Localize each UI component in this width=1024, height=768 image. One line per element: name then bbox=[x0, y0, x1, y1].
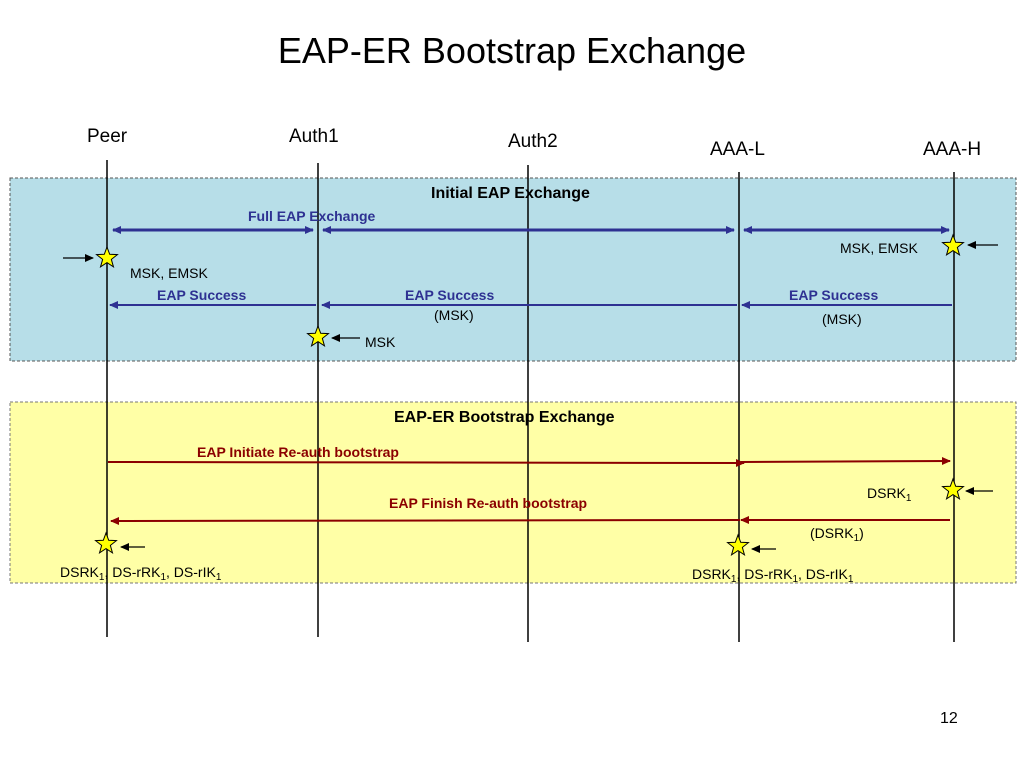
aaah-msk-star-icon bbox=[941, 233, 965, 257]
initial-eap-box bbox=[9, 177, 1017, 362]
eap-success-label-3: EAP Success bbox=[789, 287, 879, 303]
aaah-dsrk-star-icon bbox=[941, 477, 965, 501]
entity-auth1: Auth1 bbox=[289, 126, 339, 147]
auth1-msk-label: MSK bbox=[365, 334, 396, 350]
full-eap-label: Full EAP Exchange bbox=[248, 208, 376, 224]
er-box-title: EAP-ER Bootstrap Exchange bbox=[394, 409, 615, 426]
aaal-dsrk-list-label: DSRK1, DS-rRK1, DS-rIK1 bbox=[692, 566, 854, 585]
aaah-dsrk-label: DSRK1 bbox=[867, 485, 912, 504]
finish-arrow-aaal-peer bbox=[110, 516, 741, 525]
msk-paren-label-2: (MSK) bbox=[822, 311, 862, 327]
eap-success-label-2: EAP Success bbox=[405, 287, 495, 303]
initiate-label: EAP Initiate Re-auth bootstrap bbox=[197, 444, 399, 460]
auth1-msk-star-icon bbox=[306, 324, 330, 348]
entity-aaa-h: AAA-H bbox=[923, 139, 982, 160]
slide-number: 12 bbox=[940, 710, 958, 727]
entity-auth2: Auth2 bbox=[508, 131, 558, 152]
finish-label: EAP Finish Re-auth bootstrap bbox=[389, 495, 588, 511]
entity-peer: Peer bbox=[87, 126, 128, 147]
peer-msk-emsk-label: MSK, EMSK bbox=[130, 265, 208, 281]
slide-title: EAP-ER Bootstrap Exchange bbox=[277, 30, 747, 71]
entity-aaa-l: AAA-L bbox=[710, 139, 765, 160]
aaal-dsrk-star-icon bbox=[726, 533, 750, 557]
initiate-arrow-peer-aaal bbox=[107, 458, 745, 467]
eap-success-label-1: EAP Success bbox=[157, 287, 247, 303]
initiate-arrow-aaal-aaah bbox=[740, 457, 951, 466]
key-stars bbox=[94, 233, 965, 557]
peer-dsrk-list-label: DSRK1, DS-rRK1, DS-rIK1 bbox=[60, 564, 222, 583]
peer-dsrk-star-icon bbox=[94, 531, 118, 555]
eap-er-box bbox=[9, 401, 1017, 584]
initial-box-title: Initial EAP Exchange bbox=[431, 185, 590, 202]
dsrk-paren-label: (DSRK1) bbox=[810, 525, 864, 544]
peer-msk-star-icon bbox=[95, 245, 119, 269]
msk-paren-label-1: (MSK) bbox=[434, 307, 474, 323]
aaah-msk-emsk-label: MSK, EMSK bbox=[840, 240, 918, 256]
